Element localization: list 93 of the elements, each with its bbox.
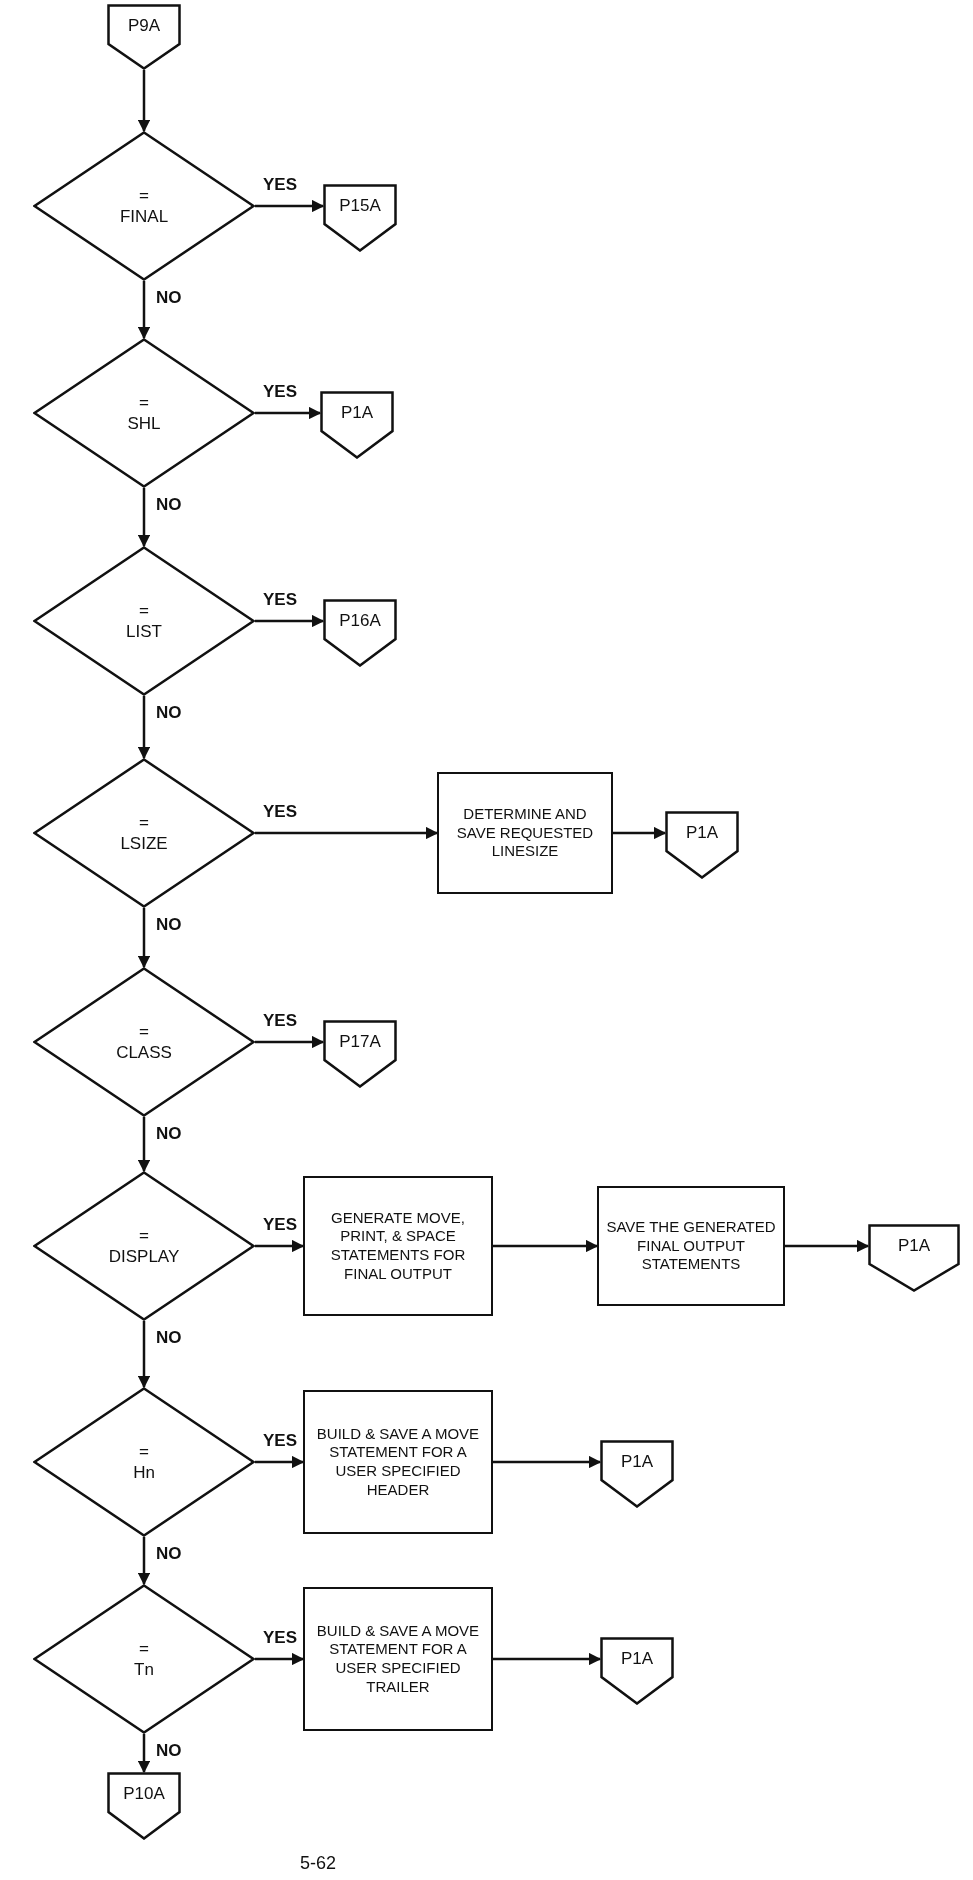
connector-label: P17A xyxy=(339,1031,381,1053)
off-page-connector xyxy=(323,599,397,667)
process-text: BUILD & SAVE A MOVE STATEMENT FOR A USER SPECIFIED HEADER xyxy=(315,1424,481,1500)
edge-label: NO xyxy=(154,1545,184,1562)
process-text: DETERMINE AND SAVE REQUESTED LINESIZE xyxy=(455,804,595,862)
off-page-connector xyxy=(600,1637,674,1705)
edge-label: NO xyxy=(154,496,184,513)
arrow xyxy=(255,199,325,213)
edge-label: NO xyxy=(154,704,184,721)
arrow xyxy=(137,696,151,760)
condition-text: Tn xyxy=(134,1659,154,1681)
condition-text: = xyxy=(139,1440,149,1462)
condition-text: SHL xyxy=(127,413,161,435)
decision-diamond xyxy=(33,967,255,1117)
connector-label: P1A xyxy=(620,1648,654,1670)
arrow xyxy=(493,1652,602,1666)
edge-label: YES xyxy=(261,1629,300,1646)
condition-text: LSIZE xyxy=(120,833,168,855)
process-box xyxy=(303,1176,493,1316)
arrow xyxy=(137,281,151,340)
edge-label: YES xyxy=(261,1012,300,1029)
edge-label: YES xyxy=(261,383,300,400)
condition-text: = xyxy=(139,184,149,206)
process-text: GENERATE MOVE, PRINT, & SPACE STATEMENTS FOR FINAL OUTPUT xyxy=(329,1208,467,1284)
off-page-connector xyxy=(600,1440,674,1508)
connector-label: P1A xyxy=(685,822,719,844)
off-page-connector xyxy=(665,811,739,879)
condition-text: CLASS xyxy=(116,1042,172,1064)
arrow xyxy=(255,1035,325,1049)
arrow xyxy=(255,826,439,840)
condition-text: = xyxy=(139,1637,149,1659)
off-page-connector xyxy=(320,391,394,459)
arrow xyxy=(255,1239,305,1253)
connector-label: P1A xyxy=(620,1451,654,1473)
off-page-connector xyxy=(323,184,397,252)
decision-diamond xyxy=(33,546,255,696)
condition-text: = xyxy=(139,1020,149,1042)
arrow xyxy=(255,1652,305,1666)
decision-diamond xyxy=(33,1387,255,1537)
condition-text: = xyxy=(139,599,149,621)
edge-label: NO xyxy=(154,1125,184,1142)
page-number: 5-62 xyxy=(300,1852,337,1875)
off-page-connector xyxy=(107,1772,181,1840)
process-text: SAVE THE GENERATED FINAL OUTPUT STATEMENTS xyxy=(605,1217,777,1275)
connector-label: P1A xyxy=(897,1235,931,1257)
connector-label: P16A xyxy=(339,610,381,632)
arrow xyxy=(137,1537,151,1586)
edge-label: YES xyxy=(261,1432,300,1449)
process-box xyxy=(303,1390,493,1534)
arrow xyxy=(137,1117,151,1173)
off-page-connector xyxy=(868,1224,960,1292)
condition-text: = xyxy=(139,1224,149,1246)
decision-diamond xyxy=(33,758,255,908)
condition-text: Hn xyxy=(133,1462,155,1484)
decision-diamond xyxy=(33,131,255,281)
arrow xyxy=(613,826,667,840)
connector-label: P9A xyxy=(127,15,161,37)
arrow xyxy=(137,1734,151,1774)
arrow xyxy=(255,1455,305,1469)
arrow xyxy=(137,488,151,548)
decision-diamond xyxy=(33,338,255,488)
edge-label: YES xyxy=(261,803,300,820)
arrow xyxy=(493,1239,599,1253)
connector-label: P15A xyxy=(339,195,381,217)
edge-label: NO xyxy=(154,1329,184,1346)
edge-label: YES xyxy=(261,176,300,193)
decision-diamond xyxy=(33,1171,255,1321)
condition-text: LIST xyxy=(126,621,162,643)
decision-diamond xyxy=(33,1584,255,1734)
process-box xyxy=(437,772,613,894)
condition-text: = xyxy=(139,391,149,413)
process-box xyxy=(597,1186,785,1306)
off-page-connector xyxy=(323,1020,397,1088)
arrow xyxy=(255,614,325,628)
connector-label: P10A xyxy=(123,1783,165,1805)
edge-label: NO xyxy=(154,1742,184,1759)
process-box xyxy=(303,1587,493,1731)
condition-text: FINAL xyxy=(119,206,169,228)
arrow xyxy=(137,1321,151,1389)
arrow xyxy=(137,908,151,969)
off-page-connector xyxy=(107,4,181,70)
arrow xyxy=(493,1455,602,1469)
edge-label: YES xyxy=(261,591,300,608)
arrow xyxy=(255,406,322,420)
edge-label: NO xyxy=(154,289,184,306)
arrow xyxy=(137,70,151,133)
arrow xyxy=(785,1239,870,1253)
edge-label: NO xyxy=(154,916,184,933)
condition-text: = xyxy=(139,811,149,833)
connector-label: P1A xyxy=(340,402,374,424)
edge-label: YES xyxy=(261,1216,300,1233)
process-text: BUILD & SAVE A MOVE STATEMENT FOR A USER SPECIFIED TRAILER xyxy=(315,1621,481,1697)
condition-text: DISPLAY xyxy=(108,1246,180,1268)
